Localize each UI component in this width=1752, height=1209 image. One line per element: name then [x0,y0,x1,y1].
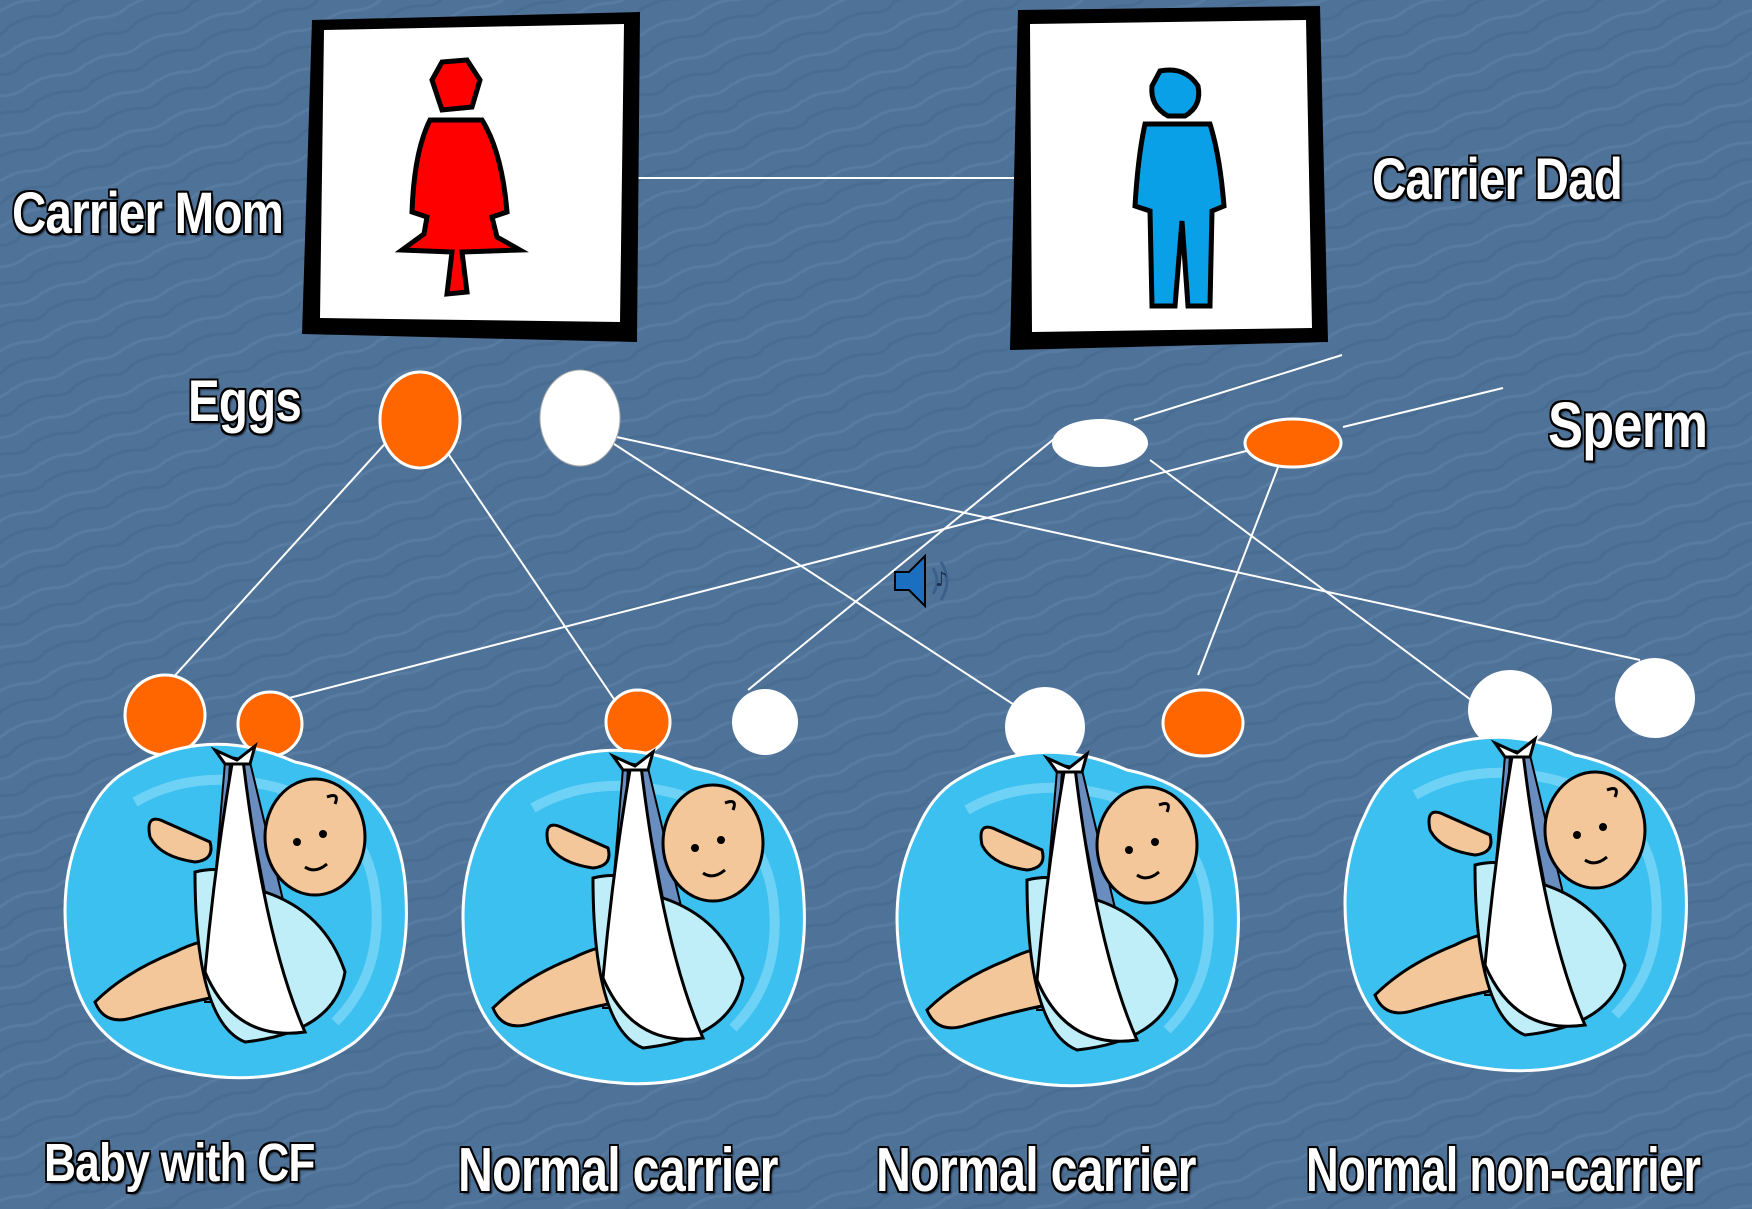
egg-normal [540,370,620,466]
baby-in-sling-icon [463,750,804,1083]
baby-label-cf: Baby with CF [44,1132,315,1194]
sperm-normal [1052,419,1148,467]
dad-label: Carrier Dad [1372,146,1622,213]
mom-label: Carrier Mom [12,180,283,247]
baby-in-sling-icon [65,744,406,1077]
baby-label-carrier-1: Normal carrier [458,1135,778,1206]
baby-in-sling-icon [1345,737,1686,1070]
baby-label-noncarrier: Normal non-carrier [1306,1135,1700,1206]
mom-card [302,12,640,342]
baby-label-carrier-2: Normal carrier [876,1135,1196,1206]
sperm-label: Sperm [1548,388,1707,462]
egg-cf [380,372,460,468]
eggs-label: Eggs [188,368,301,435]
svg-text:♪: ♪ [935,567,948,591]
sperm-cf [1245,419,1341,467]
dad-card [1010,6,1328,350]
baby-in-sling-icon [897,752,1238,1085]
